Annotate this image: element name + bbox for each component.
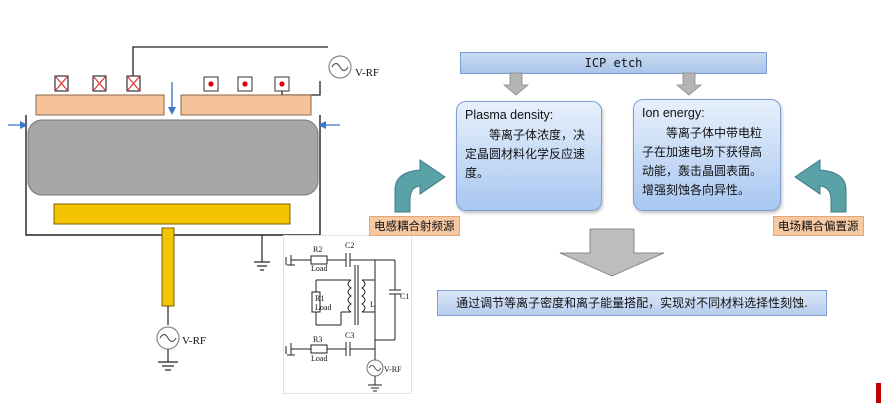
- side-gas-arrow-left: [20, 121, 28, 129]
- top-rf-wire-left: [132, 46, 328, 80]
- window-plate-right: [180, 94, 312, 116]
- side-gas-arrow-right: [318, 121, 326, 129]
- bottom-rf-source-symbol: [156, 326, 180, 350]
- label-r2-load: Load: [311, 264, 328, 273]
- ion-energy-heading: Ion energy:: [642, 106, 705, 120]
- ground-symbol-chamber: [254, 261, 270, 271]
- top-rf-label: V-RF: [355, 67, 380, 79]
- icp-etch-title: ICP etch: [460, 52, 767, 74]
- coil-dot-symbols: [203, 76, 290, 92]
- gas-inlet-arrow: [168, 107, 176, 115]
- plasma-density-text: 等离子体浓度，决定晶圆材料化学反应速度。: [465, 128, 586, 180]
- coil-cross-symbols: [54, 75, 141, 92]
- teal-curve-arrow-right: [794, 159, 847, 213]
- top-rf-source-symbol: [328, 55, 352, 79]
- resistor-r2: [310, 255, 328, 265]
- bottom-rf-label: V-RF: [182, 335, 207, 347]
- label-r1: R1: [315, 294, 325, 303]
- icp-chamber-diagram: [8, 46, 352, 371]
- summary-box: 通过调节等离子密度和离子能量搭配，实现对不同材料选择性刻蚀.: [437, 290, 827, 316]
- label-r1-load: Load: [315, 303, 332, 312]
- ground-symbol-rf: [158, 361, 178, 371]
- ion-energy-card: Ion energy: 等离子体中带电粒子在加速电场下获得高动能，轰击晶圆表面。…: [633, 99, 781, 211]
- label-c2: C2: [345, 241, 355, 250]
- title-arrow-right: [675, 72, 703, 96]
- window-plate-left: [35, 94, 165, 116]
- matching-circuit-diagram: [283, 235, 412, 394]
- label-r3: R3: [313, 335, 323, 344]
- inductive-rf-source-tag: 电感耦合射频源: [369, 216, 460, 236]
- lower-electrode: [53, 203, 291, 225]
- label-r3-load: Load: [311, 354, 328, 363]
- plasma-region: [27, 119, 319, 196]
- label-c3: C3: [345, 331, 355, 340]
- bias-rf-source-tag: 电场耦合偏置源: [773, 216, 864, 236]
- title-arrow-left: [502, 72, 530, 96]
- accent-red-bar: [876, 383, 881, 403]
- plasma-density-card: Plasma density: 等离子体浓度，决定晶圆材料化学反应速度。: [456, 101, 602, 211]
- ion-energy-text: 等离子体中带电粒子在加速电场下获得高动能，轰击晶圆表面。增强刻蚀各向异性。: [642, 126, 763, 197]
- label-c1: C1: [400, 292, 410, 301]
- label-l: L: [370, 300, 375, 309]
- label-circuit-rf: V-RF: [384, 365, 402, 374]
- teal-curve-arrow-left: [394, 159, 446, 213]
- merge-down-arrow: [559, 228, 665, 277]
- label-r2: R2: [313, 245, 323, 254]
- circuit-ground-symbol: [368, 384, 382, 392]
- plasma-density-heading: Plasma density:: [465, 108, 554, 122]
- resistor-r1: [311, 291, 321, 313]
- circuit-frame: [283, 235, 412, 394]
- resistor-r3: [310, 344, 328, 354]
